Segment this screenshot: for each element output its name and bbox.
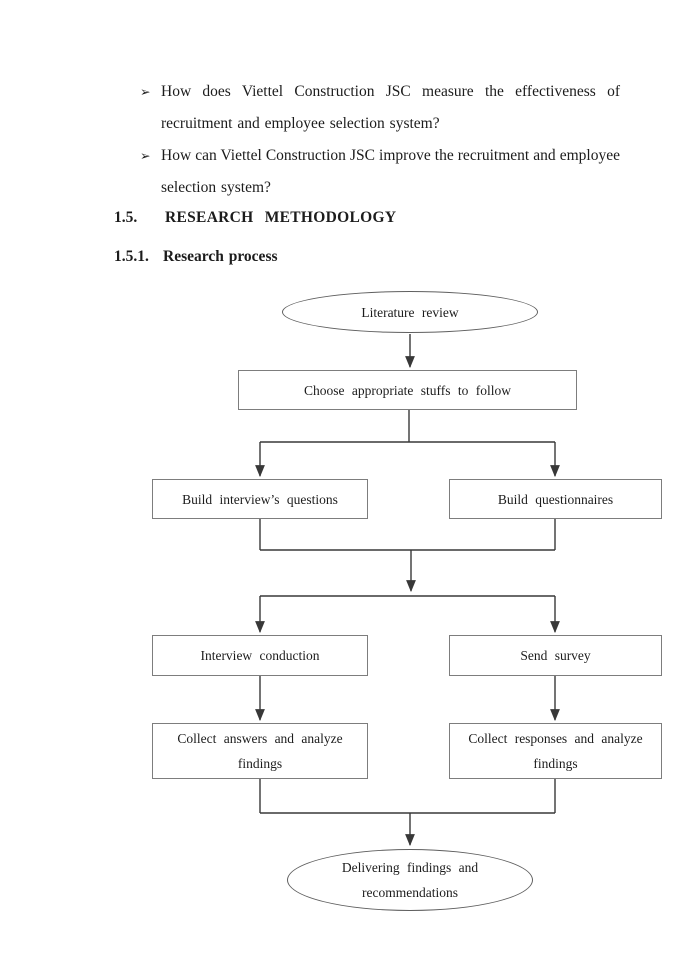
node-label: Build questionnaires [497,491,614,507]
node-send-survey: Send survey [449,635,662,676]
node-choose-appropriate-stuffs: Choose appropriate stuffs to follow [238,370,577,410]
sub-heading: 1.5.1. Research process [114,245,278,269]
bullet-question-2: ➢ How can Viettel Construction JSC impro… [140,140,620,204]
node-label: Choose appropriate stuffs to follow [304,382,511,398]
section-heading: 1.5. RESEARCH METHODOLOGY [114,206,396,230]
bullet-line: selection system? [161,179,271,196]
sub-section-title: Research process [163,248,278,265]
node-label: Send survey [520,648,591,663]
section-title: RESEARCH METHODOLOGY [165,209,397,226]
node-collect-responses: Collect responses and analyze findings [449,723,662,779]
node-label: Delivering findings and recommendations [341,860,479,900]
arrow-bullet-icon: ➢ [140,148,151,163]
node-build-questionnaires: Build questionnaires [449,479,662,519]
node-label: Interview conduction [200,648,320,663]
bullet-line: How does Viettel Construction JSC measur… [161,83,620,100]
node-label: Collect responses and analyze findings [468,731,643,771]
node-label: Collect answers and analyze findings [177,731,343,771]
section-number: 1.5. [114,209,138,226]
bullet-text: How does Viettel Construction JSC measur… [161,76,620,140]
node-collect-answers: Collect answers and analyze findings [152,723,368,779]
node-delivering-findings: Delivering findings and recommendations [287,849,533,911]
bullet-line: How can Viettel Construction JSC improve… [161,147,620,164]
bullet-text: How can Viettel Construction JSC improve… [161,140,620,204]
bullet-line: recruitment and employee selection syste… [161,115,440,132]
sub-section-number: 1.5.1. [114,248,149,265]
arrow-bullet-icon: ➢ [140,84,151,99]
node-label: Literature review [361,304,459,320]
node-label: Build interview’s questions [182,491,338,507]
node-build-interview-questions: Build interview’s questions [152,479,368,519]
node-interview-conduction: Interview conduction [152,635,368,676]
node-literature-review: Literature review [282,291,538,333]
bullet-question-1: ➢ How does Viettel Construction JSC meas… [140,76,620,140]
